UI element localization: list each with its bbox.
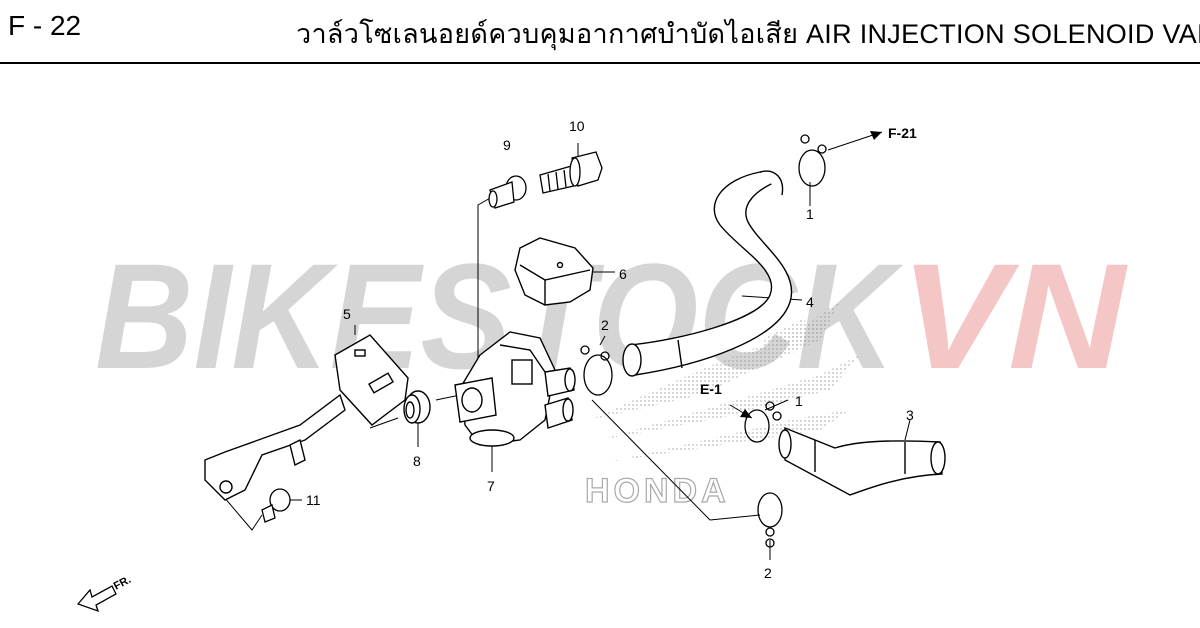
callout-6: 6: [619, 266, 627, 282]
callout-7: 7: [487, 478, 495, 494]
clamp-part-2-lower: [757, 492, 783, 548]
front-direction-indicator: FR.: [76, 574, 133, 613]
callout-2-upper: 2: [601, 317, 609, 333]
callout-4: 4: [806, 294, 814, 310]
clamp-part-2-upper: [580, 345, 613, 396]
hose-part-3: [778, 426, 946, 496]
reference-arrow-e1: E-1: [700, 381, 752, 418]
honda-logo-text: HONDA: [585, 472, 730, 510]
callout-9: 9: [503, 137, 511, 153]
clamp-part-1-lower: [744, 401, 782, 443]
cover-part-6: [514, 237, 594, 306]
callout-1-upper: 1: [806, 206, 814, 222]
reference-f21: F-21: [888, 125, 917, 141]
grommet-part-8: [403, 390, 431, 424]
callout-11: 11: [306, 492, 321, 508]
header: F - 22 วาล์วโซเลนอยด์ควบคุมอากาศบำบัดไอเ…: [0, 0, 1200, 62]
reference-e1: E-1: [700, 381, 722, 397]
tube-part-4: [622, 170, 793, 377]
bracket-part-5: [204, 334, 409, 501]
page-code: F - 22: [8, 10, 82, 41]
callout-2-lower: 2: [764, 565, 772, 581]
parts-diagram: HONDA: [76, 118, 946, 613]
front-label: FR.: [112, 574, 133, 593]
callout-1-lower: 1: [795, 393, 803, 409]
bolt-part-11: [261, 488, 291, 523]
front-arrow-icon: [76, 585, 117, 613]
callout-5: 5: [343, 306, 351, 322]
watermark-text-accent: VN: [900, 240, 1128, 390]
callout-10: 10: [569, 118, 585, 134]
solenoid-valve-part-7: [454, 331, 576, 447]
clamp-part-1-upper: [798, 134, 827, 187]
honda-wing-logo: HONDA: [584, 300, 860, 511]
collar-part-9: [488, 175, 527, 209]
bolt-part-10: [539, 151, 603, 194]
callout-8: 8: [413, 453, 421, 469]
callout-3: 3: [906, 407, 914, 423]
callout-numbers: 1 1 2 2 3 4 5 6 7 8 9 10 11: [306, 118, 914, 581]
header-divider: [0, 62, 1200, 64]
page-title: วาล์วโซเลนอยด์ควบคุมอากาศบำบัดไอเสีย AIR…: [296, 19, 1200, 49]
reference-arrow-f21: F-21: [870, 125, 917, 141]
